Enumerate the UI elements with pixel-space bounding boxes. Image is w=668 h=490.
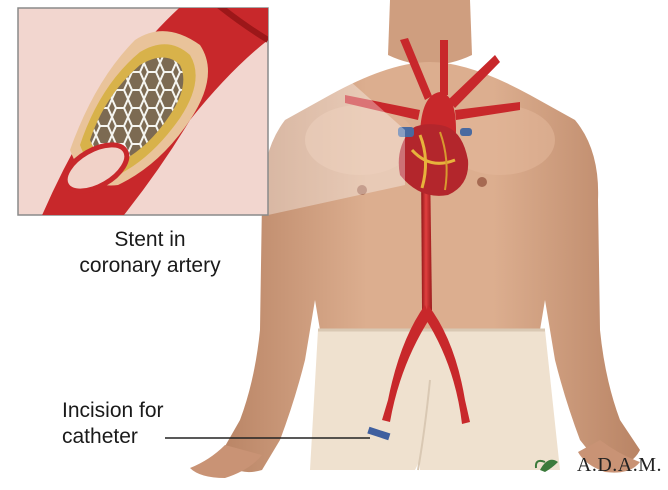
stent-inset <box>18 0 268 220</box>
underwear <box>310 330 560 470</box>
stent-caption-line2: coronary artery <box>55 253 245 279</box>
stent-caption-line1: Stent in <box>55 227 245 253</box>
adam-logo: A.D.A.M. <box>577 454 662 477</box>
incision-callout-line2: catheter <box>62 424 164 450</box>
incision-callout-line1: Incision for <box>62 398 164 424</box>
stent-caption: Stent in coronary artery <box>55 227 245 279</box>
incision-callout-label: Incision for catheter <box>62 398 164 450</box>
